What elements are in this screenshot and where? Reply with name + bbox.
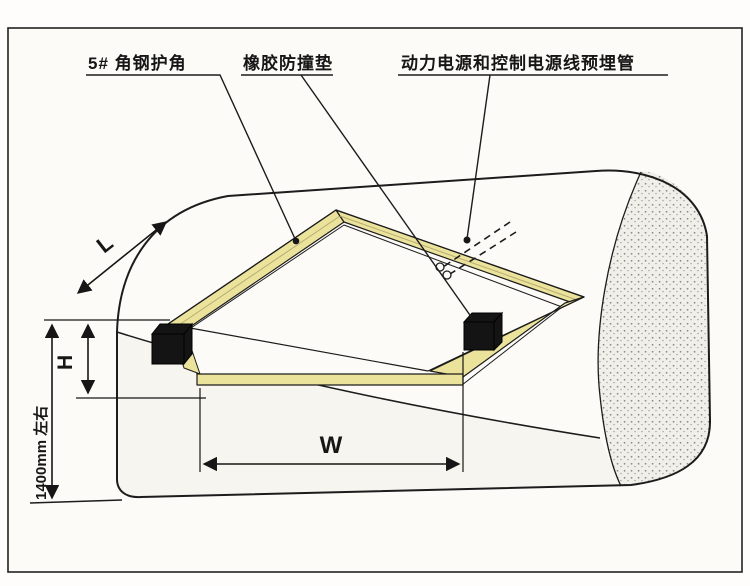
conduit-pipe-end-2 [442,270,452,280]
leader-rubber-pad [300,74,473,319]
steel-band-back-left-flange [175,215,341,328]
label-conduit: 动力电源和控制电源线预埋管 [401,53,635,73]
block-end-face-stipple [598,171,711,486]
conduit-leader-dot [463,236,471,244]
conduit-pipe-end-1 [435,262,445,272]
conduit-pipe-1 [442,221,511,268]
labels: 5# 角钢护角 橡胶防撞垫 动力电源和控制电源线预埋管 L H 1400mm 左… [32,53,635,500]
pit-rim-outline [167,209,585,372]
block-end-face-boundary [597,171,642,487]
dim-label-1400: 1400mm 左右 [32,406,50,500]
dimension-annotations [44,221,464,500]
ground-line [29,499,123,504]
dim-label-H: H [54,355,77,370]
leader-lines [86,74,668,319]
conduit-pipe-2 [449,231,517,275]
dim-label-W: W [320,432,343,459]
rubber-pad-left [150,322,194,366]
conduit-callout [435,221,517,280]
rubber-pad-right [462,311,504,352]
leader-conduit [466,74,491,240]
leader-corner-steel-dot [292,237,300,245]
label-rubber-pad: 橡胶防撞垫 [243,53,333,73]
steel-band-floor-front [196,373,464,386]
label-corner-steel: 5# 角钢护角 [88,53,187,73]
leader-corner-steel [86,74,297,242]
steel-band-back-right-flange [339,215,578,301]
rubber-pads [150,311,504,366]
dim-arrow-L [76,221,168,294]
